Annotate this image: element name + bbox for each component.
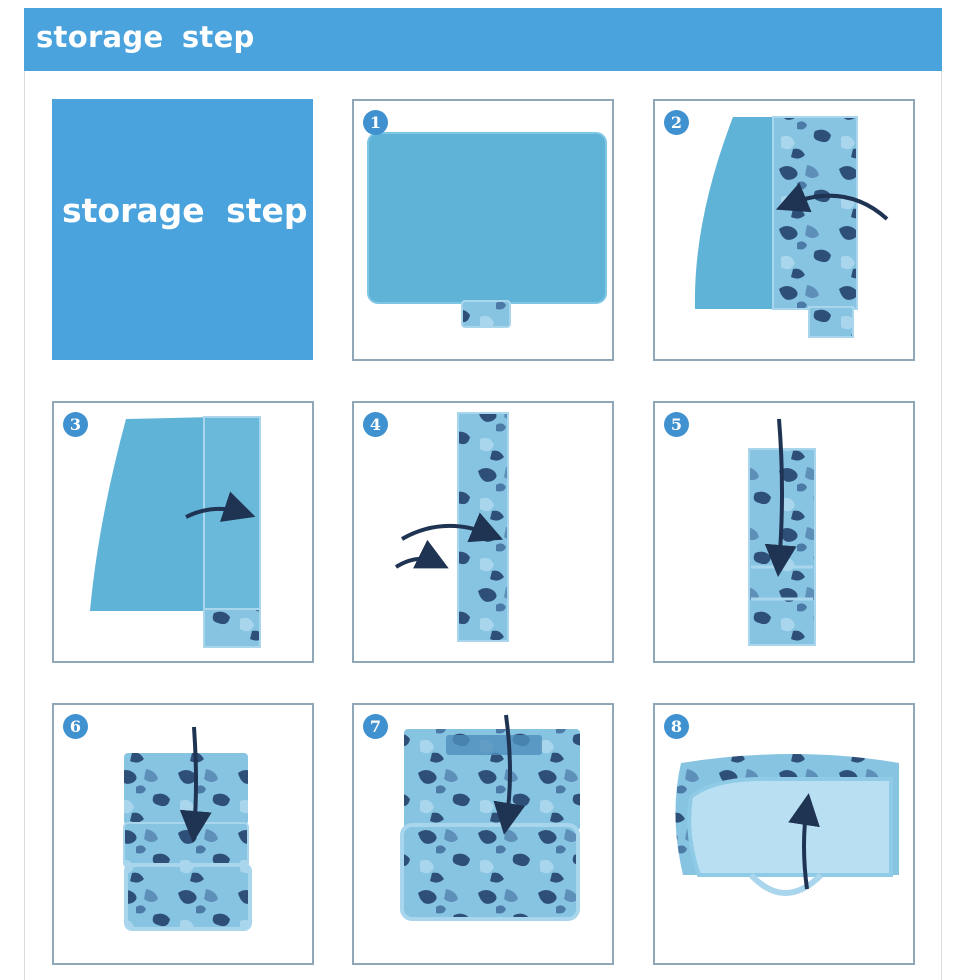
page-frame: [24, 8, 942, 980]
step-3-panel: 3: [52, 401, 314, 663]
header-bar: storage step: [24, 8, 942, 71]
step-6-panel: 6: [52, 703, 314, 965]
title-tile-text: storage step: [62, 191, 308, 230]
step-1-badge: 1: [363, 110, 388, 135]
step-8-panel: 8: [653, 703, 915, 965]
step-2-panel: 2: [653, 99, 915, 361]
step-1-illustration: [367, 132, 607, 328]
step-7-panel: 7: [352, 703, 614, 965]
step-7-badge: 7: [363, 714, 388, 739]
step-2-illustration: [694, 116, 889, 338]
header-title: storage step: [36, 20, 255, 54]
step-5-badge: 5: [664, 412, 689, 437]
step-5-panel: 5: [653, 401, 915, 663]
step-2-badge: 2: [664, 110, 689, 135]
step-8-illustration: [675, 754, 899, 896]
step-3-badge: 3: [63, 412, 88, 437]
step-4-badge: 4: [363, 412, 388, 437]
step-7-illustration: [400, 714, 580, 921]
title-tile: storage step: [52, 99, 313, 360]
step-6-illustration: [123, 726, 252, 931]
step-1-panel: 1: [352, 99, 614, 361]
step-8-badge: 8: [664, 714, 689, 739]
step-3-illustration: [90, 416, 261, 648]
step-5-illustration: [748, 418, 816, 646]
step-4-illustration: [394, 412, 509, 642]
step-6-badge: 6: [63, 714, 88, 739]
step-4-panel: 4: [352, 401, 614, 663]
